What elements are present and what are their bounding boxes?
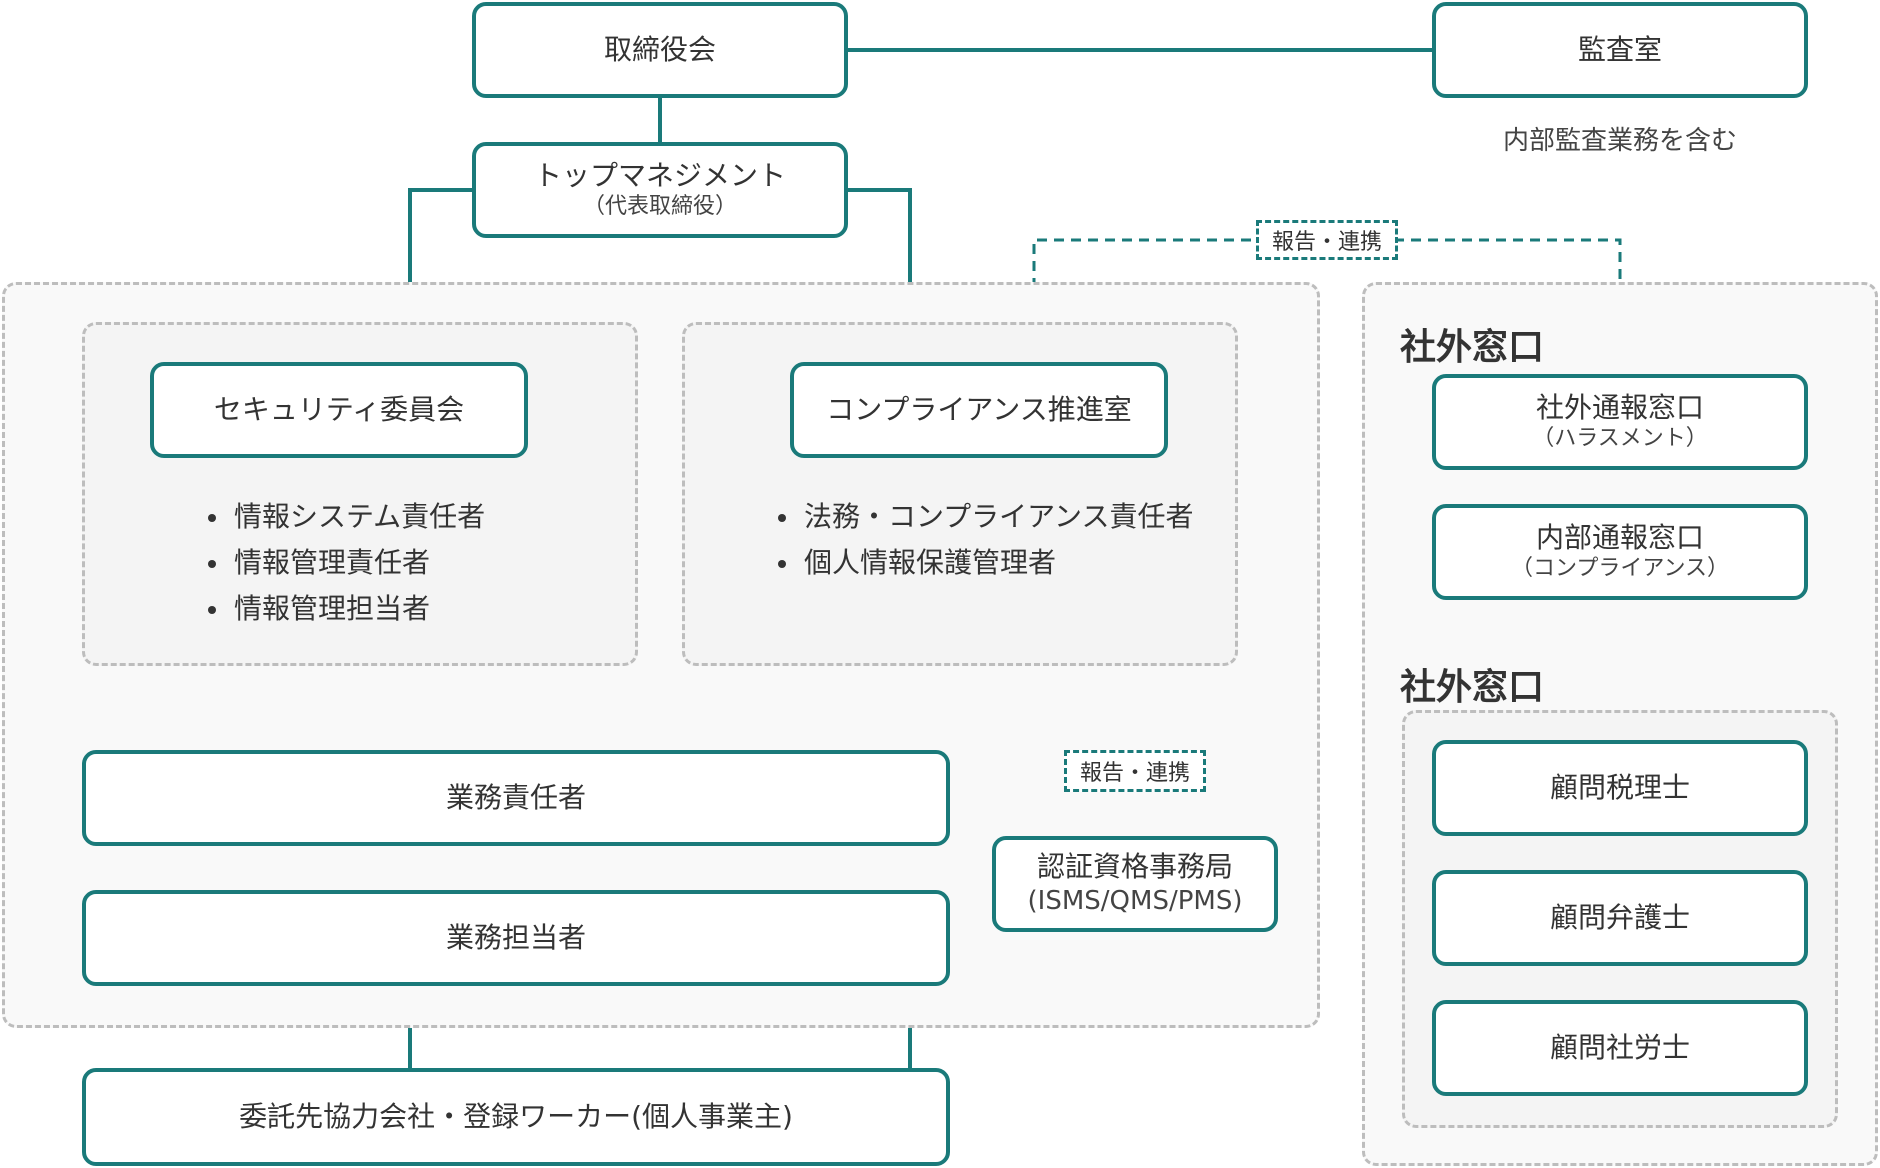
- external-report-sub: （ハラスメント）: [1532, 425, 1708, 451]
- labor-consultant-label: 顧問社労士: [1549, 1030, 1690, 1064]
- top-management-node: トップマネジメント （代表取締役）: [472, 142, 848, 238]
- external-desk-heading-2: 社外窓口: [1400, 667, 1545, 708]
- compliance-office-label: コンプライアンス推進室: [826, 392, 1132, 426]
- internal-report-node: 内部通報窓口 （コンプライアンス）: [1432, 504, 1808, 600]
- external-desk-heading-1: 社外窓口: [1400, 327, 1545, 368]
- external-report-label: 社外通報窓口: [1535, 390, 1704, 424]
- list-item: 情報管理担当者: [206, 586, 485, 632]
- internal-report-sub: （コンプライアンス）: [1510, 555, 1730, 581]
- security-committee-label: セキュリティ委員会: [213, 392, 465, 426]
- top-management-label: トップマネジメント: [533, 158, 786, 192]
- lawyer-node: 顧問弁護士: [1432, 870, 1808, 966]
- business-staff-node: 業務担当者: [82, 890, 950, 986]
- certification-office-node: 認証資格事務局 (ISMS/QMS/PMS): [992, 836, 1278, 932]
- list-item: 情報管理責任者: [206, 540, 485, 586]
- audit-note: 内部監査業務を含む: [1502, 126, 1737, 156]
- internal-report-label: 内部通報窓口: [1535, 520, 1704, 554]
- tax-advisor-node: 顧問税理士: [1432, 740, 1808, 836]
- labor-consultant-node: 顧問社労士: [1432, 1000, 1808, 1096]
- board-node: 取締役会: [472, 2, 848, 98]
- tax-advisor-label: 顧問税理士: [1549, 770, 1690, 804]
- compliance-members-list: 法務・コンプライアンス責任者 個人情報保護管理者: [776, 494, 1193, 586]
- report-tag-bottom: 報告・連携: [1064, 750, 1206, 792]
- board-label: 取締役会: [603, 32, 716, 66]
- compliance-office-node: コンプライアンス推進室: [790, 362, 1168, 458]
- contractors-label: 委託先協力会社・登録ワーカー(個人事業主): [239, 1099, 793, 1133]
- lawyer-label: 顧問弁護士: [1549, 900, 1690, 934]
- list-item: 情報システム責任者: [206, 494, 485, 540]
- security-committee-node: セキュリティ委員会: [150, 362, 528, 458]
- external-report-node: 社外通報窓口 （ハラスメント）: [1432, 374, 1808, 470]
- business-manager-label: 業務責任者: [445, 780, 586, 814]
- audit-label: 監査室: [1577, 32, 1662, 66]
- security-members-list: 情報システム責任者 情報管理責任者 情報管理担当者: [206, 494, 485, 632]
- top-security-line: [408, 188, 472, 322]
- certification-office-label: 認証資格事務局: [1036, 850, 1233, 884]
- certification-office-sub: (ISMS/QMS/PMS): [1027, 885, 1243, 916]
- business-manager-node: 業務責任者: [82, 750, 950, 846]
- top-compliance-line: [848, 188, 912, 322]
- list-item: 個人情報保護管理者: [776, 540, 1193, 586]
- top-management-sub: （代表取締役）: [582, 193, 737, 219]
- business-staff-label: 業務担当者: [445, 920, 586, 954]
- list-item: 法務・コンプライアンス責任者: [776, 494, 1193, 540]
- contractors-node: 委託先協力会社・登録ワーカー(個人事業主): [82, 1068, 950, 1166]
- audit-node: 監査室: [1432, 2, 1808, 98]
- report-tag-top: 報告・連携: [1256, 220, 1398, 260]
